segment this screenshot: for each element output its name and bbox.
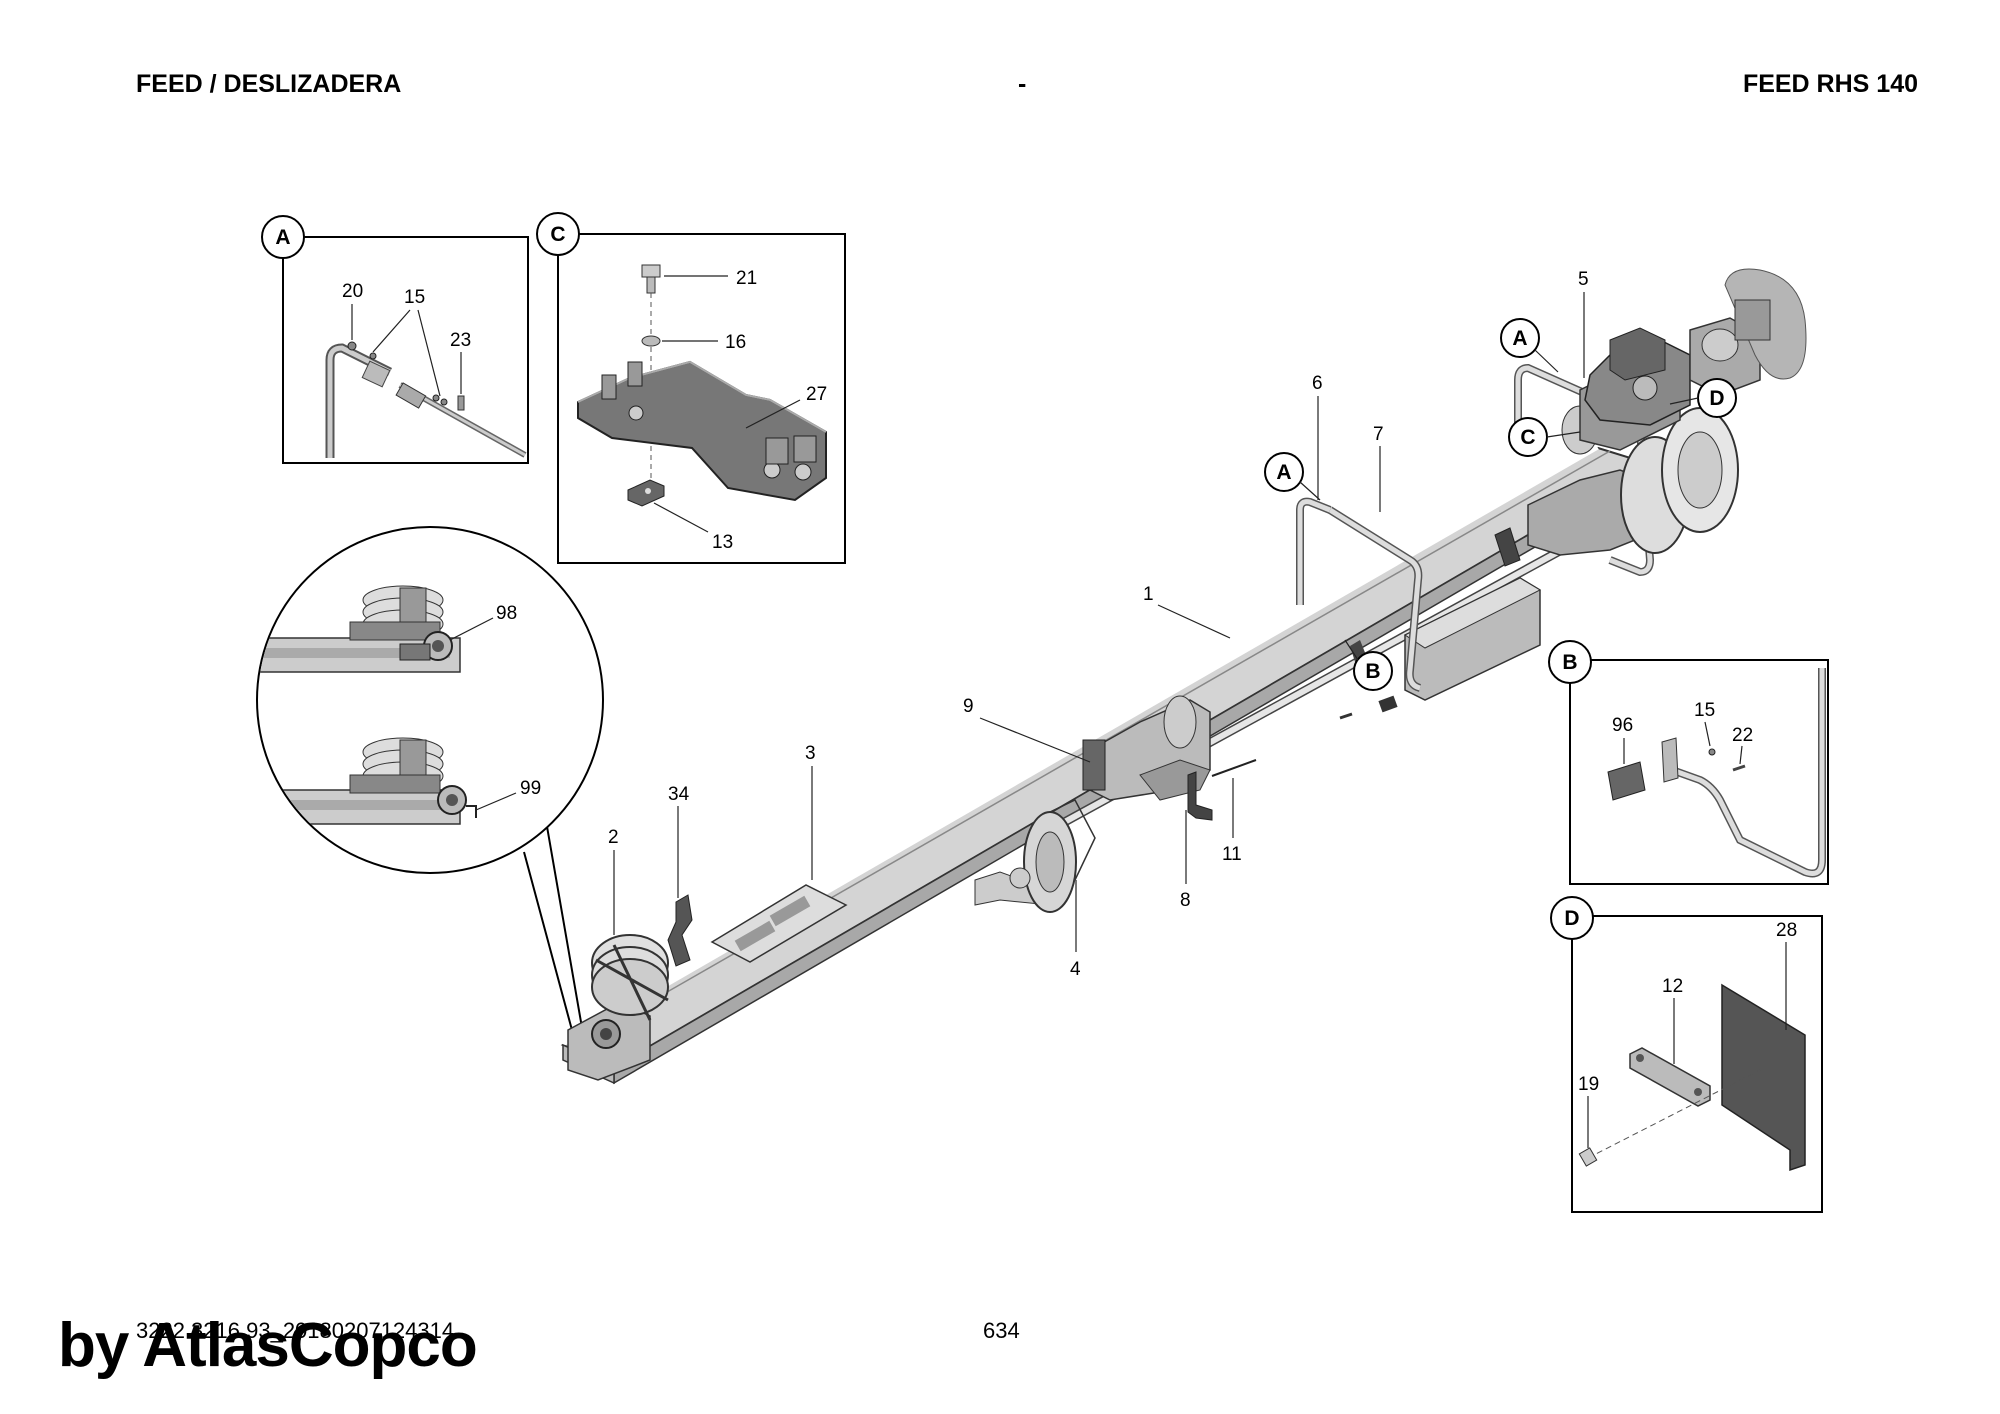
detail-view-d: D 28 12 19 (1550, 896, 1823, 1213)
detail-letter-a: A (275, 226, 290, 249)
part-label-15-b: 15 (1694, 700, 1715, 721)
part-label-21: 21 (736, 268, 757, 289)
part-label-19: 19 (1578, 1074, 1599, 1095)
part-label-27: 27 (806, 384, 827, 405)
callout-a-2: A (1512, 327, 1527, 350)
part-label-16: 16 (725, 332, 746, 353)
feed-assembly (560, 268, 1807, 1085)
part-label-5: 5 (1578, 269, 1589, 290)
header-left-title: FEED / DESLIZADERA (136, 70, 402, 98)
part-label-3: 3 (805, 743, 816, 764)
detail-view-a: A 20 15 23 (261, 215, 529, 464)
callout-a-1: A (1276, 461, 1291, 484)
part-label-9: 9 (963, 696, 974, 717)
callout-d: D (1709, 387, 1724, 410)
part-label-11: 11 (1222, 844, 1242, 865)
part-label-28: 28 (1776, 920, 1797, 941)
detail-letter-d: D (1564, 907, 1579, 930)
part-label-22: 22 (1732, 725, 1753, 746)
part-label-96: 96 (1612, 715, 1633, 736)
page-number: 634 (983, 1318, 1020, 1343)
part-label-99: 99 (520, 778, 541, 799)
detail-letter-b: B (1562, 651, 1577, 674)
part-label-12: 12 (1662, 976, 1683, 997)
part-label-4: 4 (1070, 959, 1081, 980)
detail-view-b: B 96 15 22 (1548, 640, 1829, 885)
callout-c: C (1520, 426, 1535, 449)
part-label-6: 6 (1312, 373, 1323, 394)
callout-b: B (1365, 660, 1380, 683)
part-label-98: 98 (496, 603, 517, 624)
detail-letter-c: C (550, 223, 565, 246)
part-label-1: 1 (1143, 584, 1154, 605)
document-number: 3222 3216 93_20180207124314 (136, 1318, 455, 1343)
part-label-13: 13 (712, 532, 733, 553)
part-label-2: 2 (608, 827, 619, 848)
part-label-34: 34 (668, 784, 690, 805)
part-label-23: 23 (450, 330, 471, 351)
part-label-15-a: 15 (404, 287, 425, 308)
part-label-20: 20 (342, 281, 363, 302)
header-center: - (1018, 70, 1027, 98)
main-callouts: A A C D B (1264, 318, 1737, 691)
part-label-7: 7 (1373, 424, 1384, 445)
detail-view-c: C 21 16 27 13 (536, 212, 846, 564)
zoom-detail: 98 99 (256, 526, 604, 1046)
part-label-8: 8 (1180, 890, 1191, 911)
main-labels: 1 2 3 4 5 6 7 8 9 11 34 (608, 269, 1589, 980)
header-right-title: FEED RHS 140 (1742, 70, 1918, 98)
brand-watermark: by AtlasCopco (58, 1311, 478, 1380)
